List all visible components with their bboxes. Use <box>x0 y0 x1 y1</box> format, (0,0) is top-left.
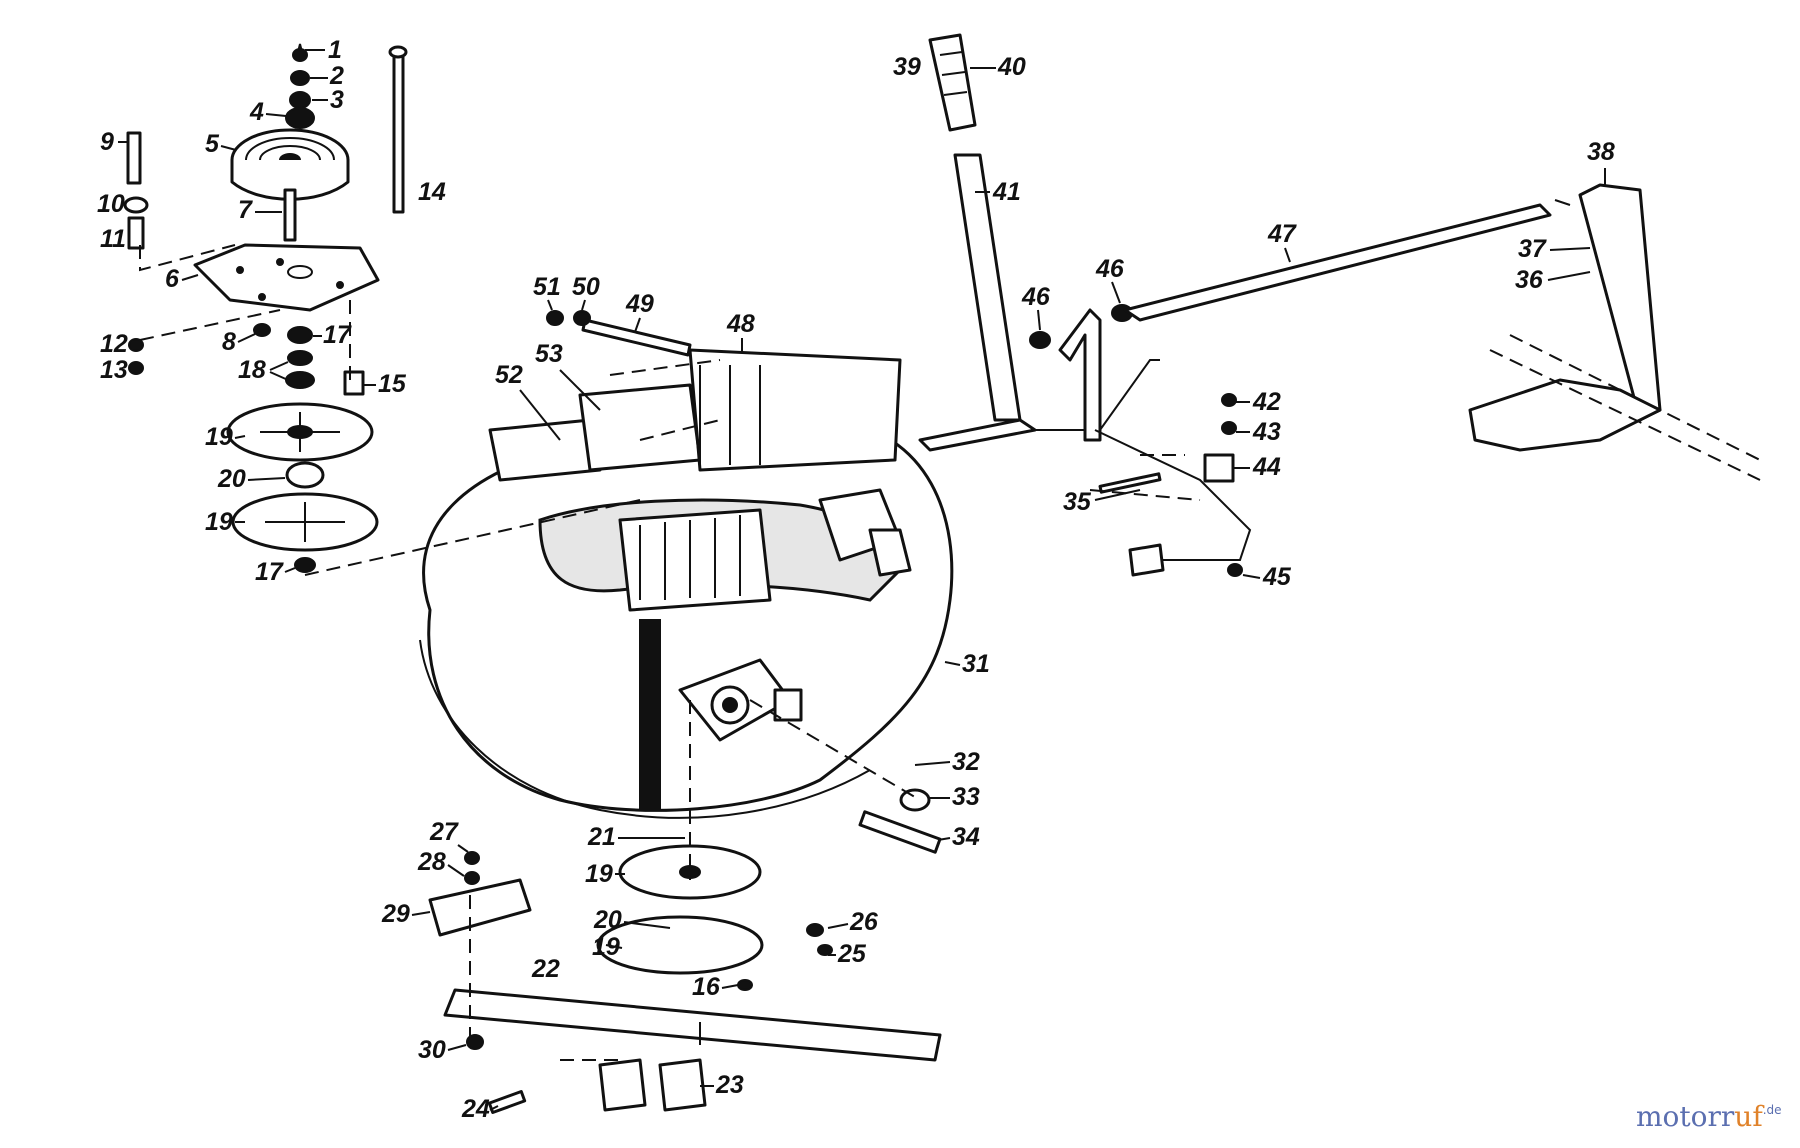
fasteners <box>546 310 692 357</box>
part-label-43: 43 <box>1252 418 1281 446</box>
part-label-28: 28 <box>417 848 446 876</box>
part-label-44: 44 <box>1252 453 1281 481</box>
part-label-13: 13 <box>100 356 128 384</box>
part-label-2: 2 <box>329 62 344 90</box>
part-label-42: 42 <box>1252 388 1281 416</box>
watermark-uf: uf <box>1734 1100 1765 1133</box>
part-label-36: 36 <box>1515 266 1544 294</box>
part-label-39: 39 <box>893 53 921 81</box>
part-label-29: 29 <box>381 900 410 928</box>
part-label-19c: 19 <box>585 860 613 888</box>
part-label-4: 4 <box>249 98 264 126</box>
watermark-r: r <box>1721 1100 1735 1133</box>
part-label-11: 11 <box>100 225 126 253</box>
part-label-22: 22 <box>531 955 560 983</box>
part-label-32: 32 <box>952 748 980 776</box>
part-label-34: 34 <box>952 823 980 851</box>
part-label-8: 8 <box>222 328 236 356</box>
part-label-1: 1 <box>328 36 342 64</box>
part-label-40: 40 <box>997 53 1026 81</box>
part-label-9: 9 <box>100 128 114 156</box>
part-label-18: 18 <box>238 356 266 384</box>
part-label-5: 5 <box>205 130 220 158</box>
part-label-12: 12 <box>100 330 128 358</box>
part-label-37: 37 <box>1518 235 1547 263</box>
part-label-45: 45 <box>1262 563 1292 591</box>
watermark-motor: motor <box>1636 1100 1722 1133</box>
part-label-25: 25 <box>837 940 867 968</box>
part-labels: 1 2 3 4 5 6 7 8 9 10 11 12 13 14 15 16 1… <box>97 36 1615 1123</box>
part-label-14: 14 <box>418 178 446 206</box>
part-label-19b: 19 <box>205 508 233 536</box>
mower-deck <box>419 348 954 819</box>
part-label-35: 35 <box>1063 488 1092 516</box>
part-label-24: 24 <box>461 1095 490 1123</box>
part-label-26: 26 <box>849 908 879 936</box>
part-label-49: 49 <box>625 290 654 318</box>
part-label-15: 15 <box>378 370 407 398</box>
part-label-17b: 17 <box>255 558 284 586</box>
watermark-suffix: .de <box>1763 1103 1782 1117</box>
part-label-41: 41 <box>992 178 1021 206</box>
part-label-3: 3 <box>330 86 344 114</box>
svg-text:motorruf.de: motorruf.de <box>1636 1100 1782 1133</box>
part-label-16: 16 <box>692 973 721 1001</box>
part-label-27: 27 <box>429 818 459 846</box>
part-label-19a: 19 <box>205 423 233 451</box>
part-label-17a: 17 <box>323 321 352 349</box>
height-adjust-assembly <box>858 33 1761 854</box>
part-label-52: 52 <box>495 361 523 389</box>
blade-assembly <box>428 844 942 1115</box>
part-label-30: 30 <box>418 1036 446 1064</box>
part-label-31: 31 <box>962 650 990 678</box>
part-label-51: 51 <box>533 273 561 301</box>
watermark-logo: motorruf.de <box>1636 1100 1782 1133</box>
part-label-33: 33 <box>952 783 980 811</box>
part-label-23: 23 <box>715 1071 744 1099</box>
part-label-21: 21 <box>587 823 616 851</box>
part-label-46b: 46 <box>1095 255 1125 283</box>
part-label-20b: 20 <box>593 906 622 934</box>
part-label-47: 47 <box>1267 220 1297 248</box>
part-label-10: 10 <box>97 190 125 218</box>
part-label-20a: 20 <box>217 465 246 493</box>
part-label-7: 7 <box>238 196 253 224</box>
part-label-50: 50 <box>572 273 600 301</box>
assembly-lines <box>139 244 1201 1061</box>
pulley-assembly <box>123 43 408 573</box>
part-label-46a: 46 <box>1021 283 1051 311</box>
part-label-38: 38 <box>1587 138 1615 166</box>
part-label-6: 6 <box>165 265 180 293</box>
part-label-48: 48 <box>726 310 755 338</box>
part-label-53: 53 <box>535 340 563 368</box>
